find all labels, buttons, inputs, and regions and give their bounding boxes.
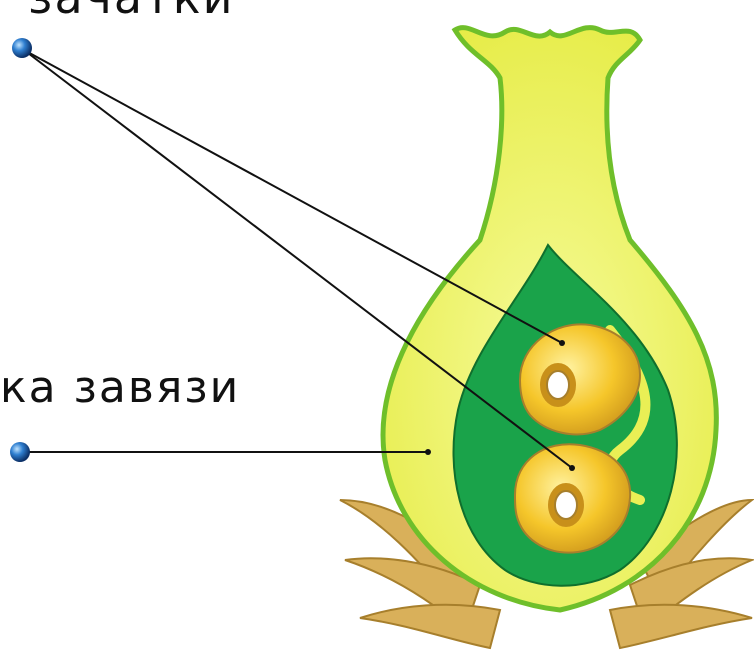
ovule-lower (515, 444, 630, 552)
marker-ovule-lower (569, 465, 575, 471)
marker-wall (425, 449, 431, 455)
marker-ovule-upper (559, 340, 565, 346)
bullet-bottom (10, 442, 30, 462)
bullet-top (12, 38, 32, 58)
